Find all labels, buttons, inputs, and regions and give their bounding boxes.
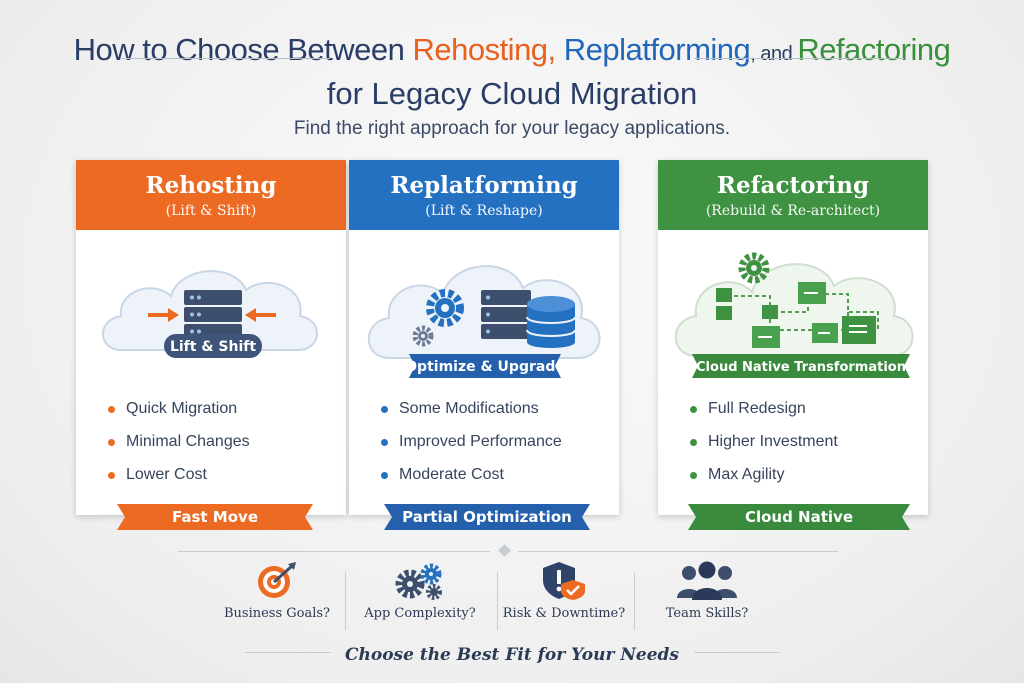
- divider-left: [178, 551, 490, 552]
- card-title: Rehosting: [145, 172, 277, 199]
- cloud-icon: [674, 263, 914, 357]
- bullet-icon: [381, 439, 388, 446]
- cloud-database-illustration: Optimize & Upgrade: [367, 265, 601, 378]
- shield-warning-icon: [543, 562, 585, 600]
- title-rule-right: [694, 58, 904, 59]
- factor-label: Team Skills?: [665, 606, 749, 621]
- card-rehosting: Rehosting (Lift & Shift) Lift & Shift Qu…: [76, 160, 346, 515]
- ribbon-fast-move: Fast Move: [117, 504, 313, 530]
- list-item: Quick Migration: [106, 396, 250, 429]
- gear-small-icon: [412, 325, 434, 347]
- factor-label: Risk & Downtime?: [502, 606, 626, 621]
- arrow-right-icon: [148, 308, 179, 322]
- gear-icon: [426, 289, 464, 327]
- bullet-icon: [108, 406, 115, 413]
- ribbon-partial-optimization: Partial Optimization: [384, 504, 590, 530]
- factor-business-goals: Business Goals?: [212, 560, 342, 621]
- factor-app-complexity: App Complexity?: [355, 560, 485, 621]
- gears-icon: [395, 563, 442, 600]
- database-icon: [526, 296, 576, 348]
- title-prefix: How to Choose Between: [73, 32, 413, 67]
- card-feature-list: Some Modifications Improved Performance …: [379, 396, 562, 495]
- divider-right: [518, 551, 838, 552]
- title-comma: ,: [547, 32, 564, 67]
- card-subtitle: (Lift & Reshape): [425, 203, 543, 219]
- card-feature-list: Quick Migration Minimal Changes Lower Co…: [106, 396, 250, 495]
- list-item: Minimal Changes: [106, 429, 250, 462]
- service-box-icon: [716, 282, 876, 348]
- card-title: Refactoring: [716, 172, 870, 199]
- closing-rule-left: [245, 652, 331, 653]
- card-subtitle: (Rebuild & Re-architect): [705, 203, 881, 219]
- ribbon-label: Fast Move: [172, 508, 258, 526]
- card-header: Refactoring (Rebuild & Re-architect): [658, 160, 928, 230]
- list-item: Improved Performance: [379, 429, 562, 462]
- subtitle: Find the right approach for your legacy …: [293, 118, 731, 139]
- card-header: Rehosting (Lift & Shift): [76, 160, 346, 230]
- closing-tagline: Choose the Best Fit for Your Needs: [344, 645, 680, 665]
- bullet-icon: [381, 472, 388, 479]
- factor-risk-downtime: Risk & Downtime?: [499, 560, 629, 621]
- card-refactoring: Refactoring (Rebuild & Re-architect): [658, 160, 928, 515]
- microservices-illustration: Cloud Native Transformation: [674, 252, 914, 378]
- list-item: Higher Investment: [688, 429, 838, 462]
- card-badge: Cloud Native Transformation: [696, 360, 906, 375]
- title-line2: for Legacy Cloud Migration: [326, 76, 698, 111]
- bullet-icon: [108, 472, 115, 479]
- separator: [345, 572, 346, 630]
- separator: [497, 572, 498, 630]
- bullet-icon: [690, 406, 697, 413]
- separator: [634, 572, 635, 630]
- card-badge: Optimize & Upgrade: [405, 359, 565, 375]
- bullet-icon: [381, 406, 388, 413]
- cloud-server-illustration: Lift & Shift: [102, 270, 318, 358]
- card-subtitle: (Lift & Shift): [165, 203, 257, 219]
- factor-team-skills: Team Skills?: [642, 560, 772, 621]
- arrow-left-icon: [245, 308, 276, 322]
- server-icon: [481, 290, 531, 339]
- card-title: Replatforming: [390, 172, 578, 199]
- card-replatforming: Replatforming (Lift & Reshape) Optimize: [349, 160, 619, 515]
- list-item: Some Modifications: [379, 396, 562, 429]
- bullet-icon: [108, 439, 115, 446]
- page-title: How to Choose Between Rehosting, Replatf…: [0, 30, 1024, 114]
- server-icon: [184, 290, 242, 339]
- card-badge: Lift & Shift: [170, 339, 256, 355]
- ribbon-cloud-native: Cloud Native: [688, 504, 910, 530]
- title-rehosting: Rehosting: [412, 32, 548, 67]
- divider-diamond: [498, 544, 511, 557]
- team-icon: [677, 561, 737, 600]
- title-and: and: [755, 43, 798, 65]
- list-item: Lower Cost: [106, 462, 250, 495]
- ribbon-label: Cloud Native: [745, 508, 853, 526]
- bullet-icon: [690, 472, 697, 479]
- bullet-icon: [690, 439, 697, 446]
- closing-rule-right: [694, 652, 780, 653]
- list-item: Moderate Cost: [379, 462, 562, 495]
- title-refactoring: Refactoring: [797, 32, 951, 67]
- list-item: Full Redesign: [688, 396, 838, 429]
- ribbon-label: Partial Optimization: [402, 508, 572, 526]
- card-feature-list: Full Redesign Higher Investment Max Agil…: [688, 396, 838, 495]
- factor-label: App Complexity?: [364, 606, 476, 621]
- card-header: Replatforming (Lift & Reshape): [349, 160, 619, 230]
- factor-label: Business Goals?: [223, 606, 331, 621]
- gear-icon: [738, 252, 770, 284]
- list-item: Max Agility: [688, 462, 838, 495]
- title-comma: ,: [750, 43, 756, 65]
- title-replatforming: Replatforming: [563, 32, 751, 67]
- title-rule-left: [120, 58, 330, 59]
- target-icon: [258, 562, 296, 598]
